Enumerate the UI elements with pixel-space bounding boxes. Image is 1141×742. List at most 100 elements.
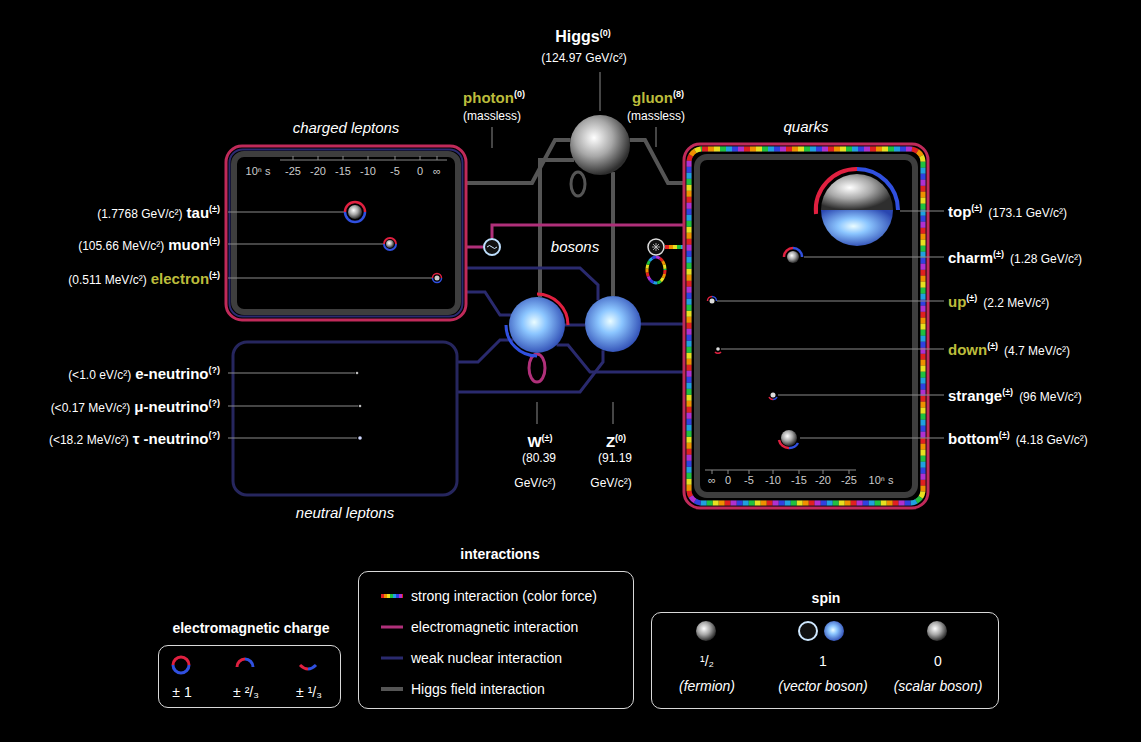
quark-particle	[821, 210, 893, 246]
text-row: top(±)(173.1 GeV/c²)	[948, 203, 1071, 220]
color-force-stripe	[665, 245, 684, 249]
color-force-stripe	[665, 245, 684, 249]
text-label: 0	[725, 474, 731, 486]
text-label: (±)	[209, 270, 220, 280]
quark-particle	[771, 393, 776, 398]
legend-line-sample	[381, 591, 403, 601]
text-label: -15	[791, 474, 807, 486]
w-boson: W(±)(80.39 GeV/c²)	[509, 297, 565, 353]
text-label: up	[948, 293, 966, 310]
color-force-stripe	[665, 245, 684, 249]
quark-particle	[789, 443, 798, 448]
lepton-particle	[435, 276, 440, 281]
neutral-lepton-frame	[233, 342, 457, 495]
text-label: bosons	[551, 238, 599, 255]
text-label: photon	[463, 89, 514, 106]
text-row: (<18.2 MeV/c²)τ -neutrino(?)	[45, 430, 222, 447]
text-label: (0)	[615, 433, 626, 443]
text-label: (0)	[600, 28, 611, 38]
lepton-particle	[356, 372, 359, 375]
legend-line-sample	[381, 687, 403, 691]
quark-particle	[708, 297, 713, 302]
legend-line-sample	[381, 626, 403, 629]
text-label: (1.28 GeV/c²)	[1010, 252, 1082, 266]
legend-symbol	[245, 659, 253, 667]
text-row: neutral leptons	[296, 504, 394, 521]
boson-particle	[647, 257, 665, 283]
text-label: (±)	[1002, 387, 1013, 397]
legend-text: electromagnetic interaction	[411, 619, 578, 635]
leader-line	[228, 72, 944, 438]
legend-symbol	[824, 621, 844, 641]
legend-line-sample	[381, 594, 403, 598]
lepton-particle	[348, 205, 362, 219]
text-row: -25	[841, 474, 857, 486]
boson-particle	[648, 239, 664, 255]
text-label: quarks	[783, 118, 828, 135]
legend-symbol	[696, 621, 716, 641]
text-label: ± ²/₃	[233, 684, 259, 700]
text-label: (<18.2 MeV/c²)	[49, 433, 129, 447]
text-row: (124.97 GeV/c²)	[537, 51, 630, 65]
text-label: neutral leptons	[296, 504, 394, 521]
quark-frame	[689, 149, 923, 503]
text-label: ± ¹/₃	[296, 684, 322, 700]
text-label: muon	[168, 236, 209, 253]
quark-particle	[787, 251, 799, 263]
charged-lepton-frame	[230, 150, 463, 317]
legend-symbol	[799, 622, 817, 640]
legend-symbol	[308, 665, 316, 669]
quark-particle	[710, 299, 715, 304]
lifetime-scale	[705, 470, 856, 474]
text-label: (124.97 GeV/c²)	[541, 51, 626, 65]
lepton-particle	[358, 436, 362, 440]
text-row: 10ⁿ s	[246, 165, 271, 177]
spin-legend-box: spin¹/₂(fermion)1(vector boson)0(scalar …	[651, 612, 999, 709]
text-row: -10	[360, 165, 376, 177]
interaction-line	[457, 340, 513, 362]
quark-particle	[779, 440, 789, 448]
lepton-particle	[345, 212, 365, 222]
text-label: interactions	[460, 546, 539, 562]
interaction-line	[665, 245, 684, 249]
quark-particle	[857, 169, 898, 210]
lepton-particle	[433, 274, 442, 279]
text-label: (±)	[999, 430, 1010, 440]
text-label: (173.1 GeV/c²)	[988, 206, 1067, 220]
neutral-lepton-box: neutral leptons	[233, 342, 457, 495]
lifetime-scale	[280, 156, 856, 474]
text-row: gluon(8)	[632, 89, 686, 106]
z-boson: Z(0)(91.19 GeV/c²)	[585, 296, 641, 352]
text-label: (±)	[971, 203, 982, 213]
legend-row: Higgs field interaction	[381, 681, 545, 697]
quark-particle	[816, 169, 857, 214]
text-row: down(±)(4.7 MeV/c²)	[948, 341, 1074, 358]
boson-particle	[647, 257, 665, 283]
text-row: (<1.0 eV/c²)e-neutrino(?)	[64, 365, 222, 382]
text-label: ∞	[708, 474, 716, 486]
color-force-stripe	[665, 245, 684, 249]
interaction-line	[611, 172, 615, 296]
text-label: (80.39 GeV/c²)	[514, 451, 556, 490]
legend-row: weak nuclear interaction	[381, 650, 562, 666]
text-row: Z(0)	[606, 433, 628, 450]
text-row: ± 1	[172, 684, 191, 700]
text-label: (?)	[209, 430, 221, 440]
text-label: (4.7 MeV/c²)	[1004, 344, 1070, 358]
quark-particle	[773, 397, 777, 400]
quark-particle	[793, 248, 802, 257]
quark-particle	[784, 248, 793, 257]
text-label: (vector boson)	[778, 678, 867, 694]
lepton-particle	[345, 202, 365, 212]
text-row: 10ⁿ s	[869, 474, 894, 486]
text-row: (fermion)	[679, 678, 735, 694]
legend-line-sample	[381, 594, 403, 598]
text-label: (0.511 MeV/c²)	[68, 273, 146, 287]
text-row: 0	[417, 165, 423, 177]
text-label: (±)	[993, 249, 1004, 259]
text-label: -10	[765, 474, 781, 486]
interaction-line	[540, 160, 574, 297]
text-label: Z	[606, 433, 615, 450]
text-row: ± ¹/₃	[296, 684, 322, 700]
boson-particle	[647, 257, 665, 283]
